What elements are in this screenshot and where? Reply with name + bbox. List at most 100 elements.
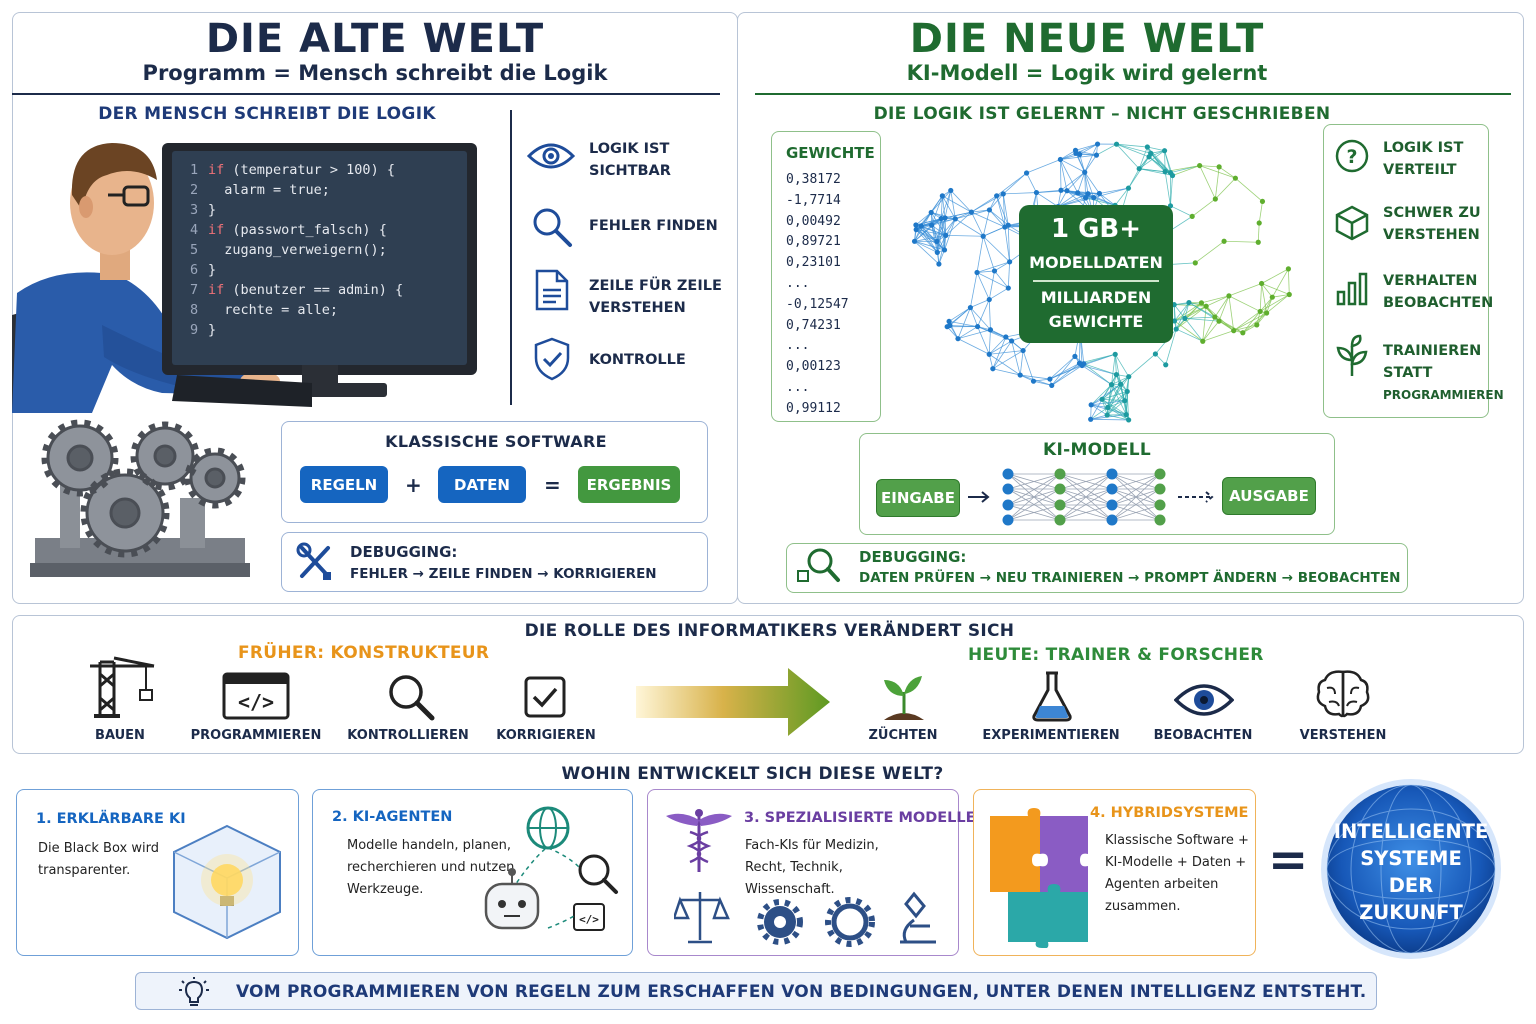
role-label: EXPERIMENTIEREN bbox=[982, 728, 1120, 743]
new-debugging-title: DEBUGGING: bbox=[859, 548, 967, 566]
old-world-title: DIE ALTE WELT bbox=[205, 16, 545, 62]
future-systems-globe bbox=[1321, 779, 1501, 959]
role-label: BEOBACHTEN bbox=[1153, 728, 1253, 743]
code-line: 9} bbox=[190, 322, 217, 338]
output-pill: AUSGABE bbox=[1222, 477, 1316, 515]
role-label: KORRIGIEREN bbox=[496, 728, 596, 743]
card-title: 4. HYBRIDSYSTEME bbox=[1090, 805, 1249, 821]
weights-label: GEWICHTE bbox=[1048, 312, 1144, 331]
role-label: PROGRAMMIEREN bbox=[190, 728, 322, 743]
footer-bar bbox=[135, 972, 1377, 1010]
role-label: BAUEN bbox=[95, 728, 145, 743]
plus-sign: + bbox=[405, 473, 422, 497]
card-title: 1. ERKLÄRBARE KI bbox=[36, 811, 186, 827]
weights-box bbox=[771, 131, 881, 422]
future-equals-sign: = bbox=[1268, 832, 1309, 888]
code-line: 6} bbox=[190, 262, 217, 278]
billions-label: MILLIARDEN bbox=[1040, 288, 1152, 307]
crane-icon bbox=[90, 656, 155, 718]
model-data-label: MODELLDATEN bbox=[1029, 253, 1163, 272]
data-pill: DATEN bbox=[438, 466, 526, 503]
rules-pill: REGELN bbox=[300, 466, 388, 503]
feature-control: KONTROLLE bbox=[589, 352, 686, 368]
puzzle-icon bbox=[990, 808, 1088, 948]
checkbox-icon bbox=[524, 676, 566, 718]
eye-icon bbox=[527, 143, 575, 169]
card-text: Fach-KIs für Medizin,Recht, Technik,Wiss… bbox=[745, 838, 879, 897]
search-icon bbox=[533, 208, 572, 247]
role-label: VERSTEHEN bbox=[1299, 728, 1387, 743]
svg-text:</>: </> bbox=[238, 690, 274, 714]
roles-panel bbox=[12, 615, 1524, 754]
old-world-divider bbox=[12, 93, 720, 95]
new-world-title: DIE NEUE WELT bbox=[909, 16, 1265, 62]
neural-network-diagram bbox=[968, 468, 1214, 526]
before-role-label: FRÜHER: KONSTRUKTEUR bbox=[238, 643, 490, 663]
lightbulb-icon bbox=[179, 977, 209, 1006]
footer-text: VOM PROGRAMMIEREN VON REGELN ZUM ERSCHAF… bbox=[236, 982, 1367, 1002]
result-pill: ERGEBNIS bbox=[578, 466, 680, 503]
code-line: 2 alarm = true; bbox=[190, 182, 330, 198]
role-label: KONTROLLIEREN bbox=[347, 728, 469, 743]
new-debugging-text: DATEN PRÜFEN → NEU TRAINIEREN → PROMPT Ä… bbox=[859, 570, 1401, 586]
bar-chart-icon bbox=[1336, 272, 1368, 306]
shield-check-icon bbox=[534, 337, 570, 381]
magnifier-data-icon bbox=[797, 548, 840, 582]
model-data-box bbox=[1019, 205, 1173, 343]
brain-icon bbox=[1316, 670, 1370, 718]
role-label: ZÜCHTEN bbox=[868, 728, 938, 743]
lightbulb-cube-icon bbox=[173, 824, 281, 940]
svg-text:?: ? bbox=[1346, 146, 1357, 168]
new-features-box bbox=[1323, 124, 1489, 418]
new-world-divider bbox=[755, 93, 1511, 95]
after-role-label: HEUTE: TRAINER & FORSCHER bbox=[968, 645, 1264, 665]
document-icon bbox=[535, 269, 569, 311]
old-debugging-box bbox=[281, 532, 708, 592]
question-icon: ? bbox=[1335, 139, 1369, 173]
new-debugging-box bbox=[786, 543, 1408, 593]
svg-text:</>: </> bbox=[579, 913, 599, 926]
code-window-icon: </> bbox=[222, 672, 290, 720]
old-debugging-text: FEHLER → ZEILE FINDEN → KORRIGIEREN bbox=[350, 566, 657, 582]
gears-machine-illustration bbox=[30, 419, 250, 577]
seedling-icon bbox=[884, 676, 924, 720]
model-box-divider bbox=[1033, 280, 1159, 282]
classic-software-title: KLASSISCHE SOFTWARE bbox=[385, 432, 607, 451]
card-title: 3. SPEZIALISIERTE MODELLE bbox=[744, 810, 976, 826]
old-debugging-title: DEBUGGING: bbox=[350, 543, 458, 561]
code-line: 5 zugang_verweigern(); bbox=[190, 242, 387, 258]
weights-title: GEWICHTE bbox=[786, 144, 875, 162]
card-text: Klassische Software +KI-Modelle + Daten … bbox=[1105, 833, 1249, 914]
model-size: 1 GB+ bbox=[1050, 214, 1142, 244]
card-title: 2. KI-AGENTEN bbox=[332, 809, 453, 825]
magnifier-icon bbox=[389, 675, 435, 721]
future-title: WOHIN ENTWICKELT SICH DIESE WELT? bbox=[561, 764, 944, 784]
new-world-subtitle: KI-Modell = Logik wird gelernt bbox=[906, 61, 1268, 85]
features-divider bbox=[510, 110, 512, 405]
code-line: 3} bbox=[190, 202, 217, 218]
old-world-subtitle: Programm = Mensch schreibt die Logik bbox=[142, 61, 608, 85]
roles-title: DIE ROLLE DES INFORMATIKERS VERÄNDERT SI… bbox=[524, 621, 1015, 641]
tools-icon bbox=[296, 542, 331, 580]
equals-sign: = bbox=[544, 473, 561, 497]
flask-icon bbox=[1032, 671, 1072, 722]
code-line: 8 rechte = alle; bbox=[190, 302, 339, 318]
eye-icon bbox=[1174, 684, 1234, 716]
robot-agent-icon: </> bbox=[484, 806, 618, 931]
feature-find-errors: FEHLER FINDEN bbox=[589, 218, 718, 234]
programmer-illustration bbox=[12, 143, 477, 413]
new-world-section-label: DIE LOGIK IST GELERNT – NICHT GESCHRIEBE… bbox=[873, 104, 1331, 124]
ai-model-title: KI-MODELL bbox=[1042, 440, 1151, 460]
